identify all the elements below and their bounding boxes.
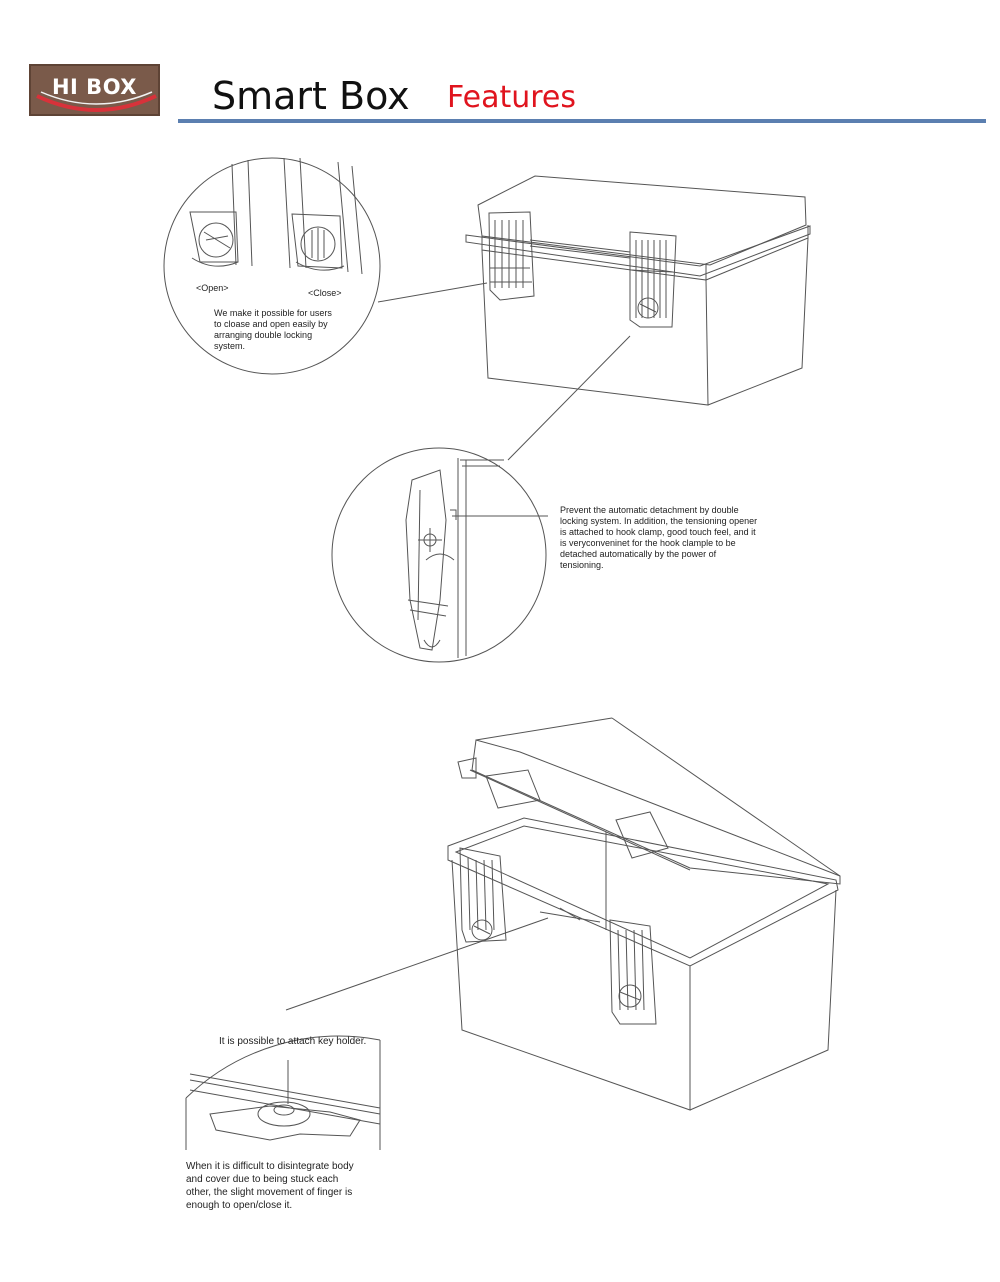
- open-label: <Open>: [196, 283, 229, 293]
- open-close-detail: [163, 157, 488, 375]
- auto-detach-caption: Prevent the automatic detachment by doub…: [560, 505, 758, 570]
- hibox-logo: HI BOX: [29, 64, 160, 116]
- logo-swoosh: [36, 91, 157, 112]
- finger-caption: When it is difficult to disintegrate bod…: [186, 1161, 354, 1211]
- page-title: Smart Box: [212, 74, 410, 118]
- key-holder-caption: It is possible to attach key holder.: [219, 1036, 367, 1047]
- header-rule: [178, 119, 986, 123]
- close-label: <Close>: [308, 288, 342, 298]
- logo-text: HI BOX: [51, 75, 137, 99]
- latch-section-detail: [331, 335, 631, 663]
- double-lock-caption: We make it possible for users to cloase …: [214, 308, 332, 351]
- closed-box-drawing: [465, 175, 811, 406]
- section-title: Features: [447, 80, 576, 115]
- key-holder-detail: [185, 917, 549, 1150]
- open-box-drawing: [447, 717, 841, 1111]
